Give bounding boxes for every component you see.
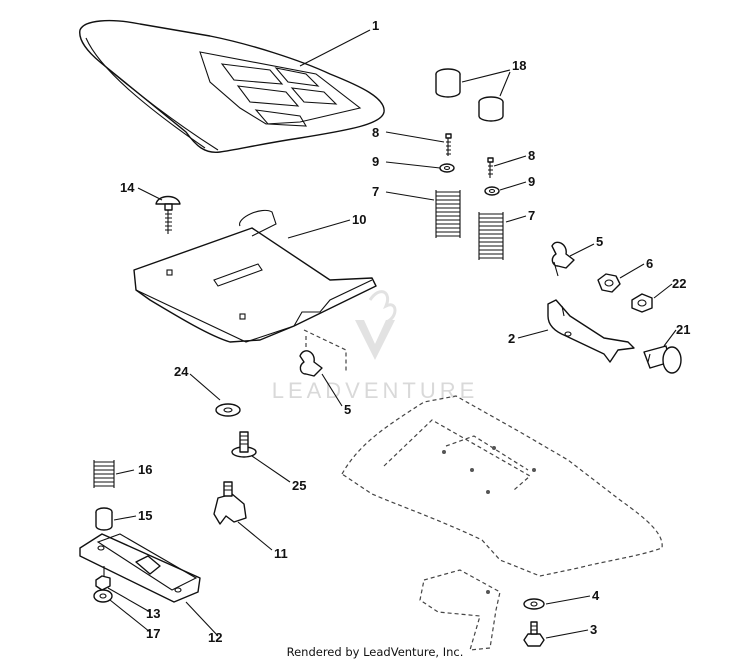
flat-washer-part[interactable]	[215, 403, 241, 417]
callout-8-b: 8	[528, 148, 535, 163]
hex-bolt-part[interactable]	[523, 621, 545, 647]
watermark-logo	[355, 290, 397, 360]
callout-9-b: 9	[528, 174, 535, 189]
hex-flange-nut-part[interactable]	[93, 589, 113, 603]
slide-plate-part[interactable]	[79, 533, 201, 603]
callout-18: 18	[512, 58, 526, 73]
callout-11: 11	[274, 546, 288, 561]
callout-7-b: 7	[528, 208, 535, 223]
shoulder-screw-part[interactable]	[231, 431, 257, 458]
lock-washer-part[interactable]	[439, 163, 500, 196]
callout-5-b: 5	[344, 402, 351, 417]
callout-22: 22	[672, 276, 686, 291]
seat-part[interactable]	[79, 19, 385, 153]
small-spring-part[interactable]	[93, 460, 115, 488]
leader-lines	[107, 29, 677, 639]
callout-8: 8	[372, 125, 379, 140]
callout-3: 3	[590, 622, 597, 637]
spacer-part[interactable]	[435, 68, 504, 122]
callout-12: 12	[208, 630, 222, 645]
callout-9: 9	[372, 154, 379, 169]
adjustment-knob-part[interactable]	[213, 481, 247, 525]
callout-labels: 1 18 8 8 9 9 7 7 14 10 5 6 22 2 21 5 24 …	[120, 18, 690, 645]
carriage-bolt-part[interactable]	[155, 195, 181, 235]
callout-5: 5	[596, 234, 603, 249]
callout-13: 13	[146, 606, 160, 621]
callout-2: 2	[508, 331, 515, 346]
spring-part[interactable]	[435, 190, 504, 260]
footer-credit: Rendered by LeadVenture, Inc.	[286, 645, 464, 659]
callout-15: 15	[138, 508, 152, 523]
frame-washer-part[interactable]	[523, 598, 545, 610]
seat-pan-part[interactable]	[133, 209, 377, 343]
bushing-part[interactable]	[95, 507, 113, 531]
callout-21: 21	[676, 322, 690, 337]
callout-16: 16	[138, 462, 152, 477]
callout-25: 25	[292, 478, 306, 493]
watermark-text: LEADVENTURE	[272, 378, 479, 403]
frame-reference	[341, 395, 663, 651]
callout-10: 10	[352, 212, 366, 227]
clip-part[interactable]	[299, 241, 575, 377]
bracket-part[interactable]	[547, 299, 635, 363]
callout-1: 1	[372, 18, 379, 33]
hex-nut-part[interactable]	[597, 273, 621, 293]
callout-4: 4	[592, 588, 600, 603]
flange-nut-part[interactable]	[631, 293, 653, 313]
shoulder-bolt-part[interactable]	[643, 345, 682, 374]
callout-17: 17	[146, 626, 160, 641]
callout-6: 6	[646, 256, 653, 271]
bolt-part[interactable]	[445, 133, 494, 178]
callout-24: 24	[174, 364, 189, 379]
callout-7: 7	[372, 184, 379, 199]
callout-14: 14	[120, 180, 135, 195]
lock-nut-part[interactable]	[95, 575, 111, 591]
